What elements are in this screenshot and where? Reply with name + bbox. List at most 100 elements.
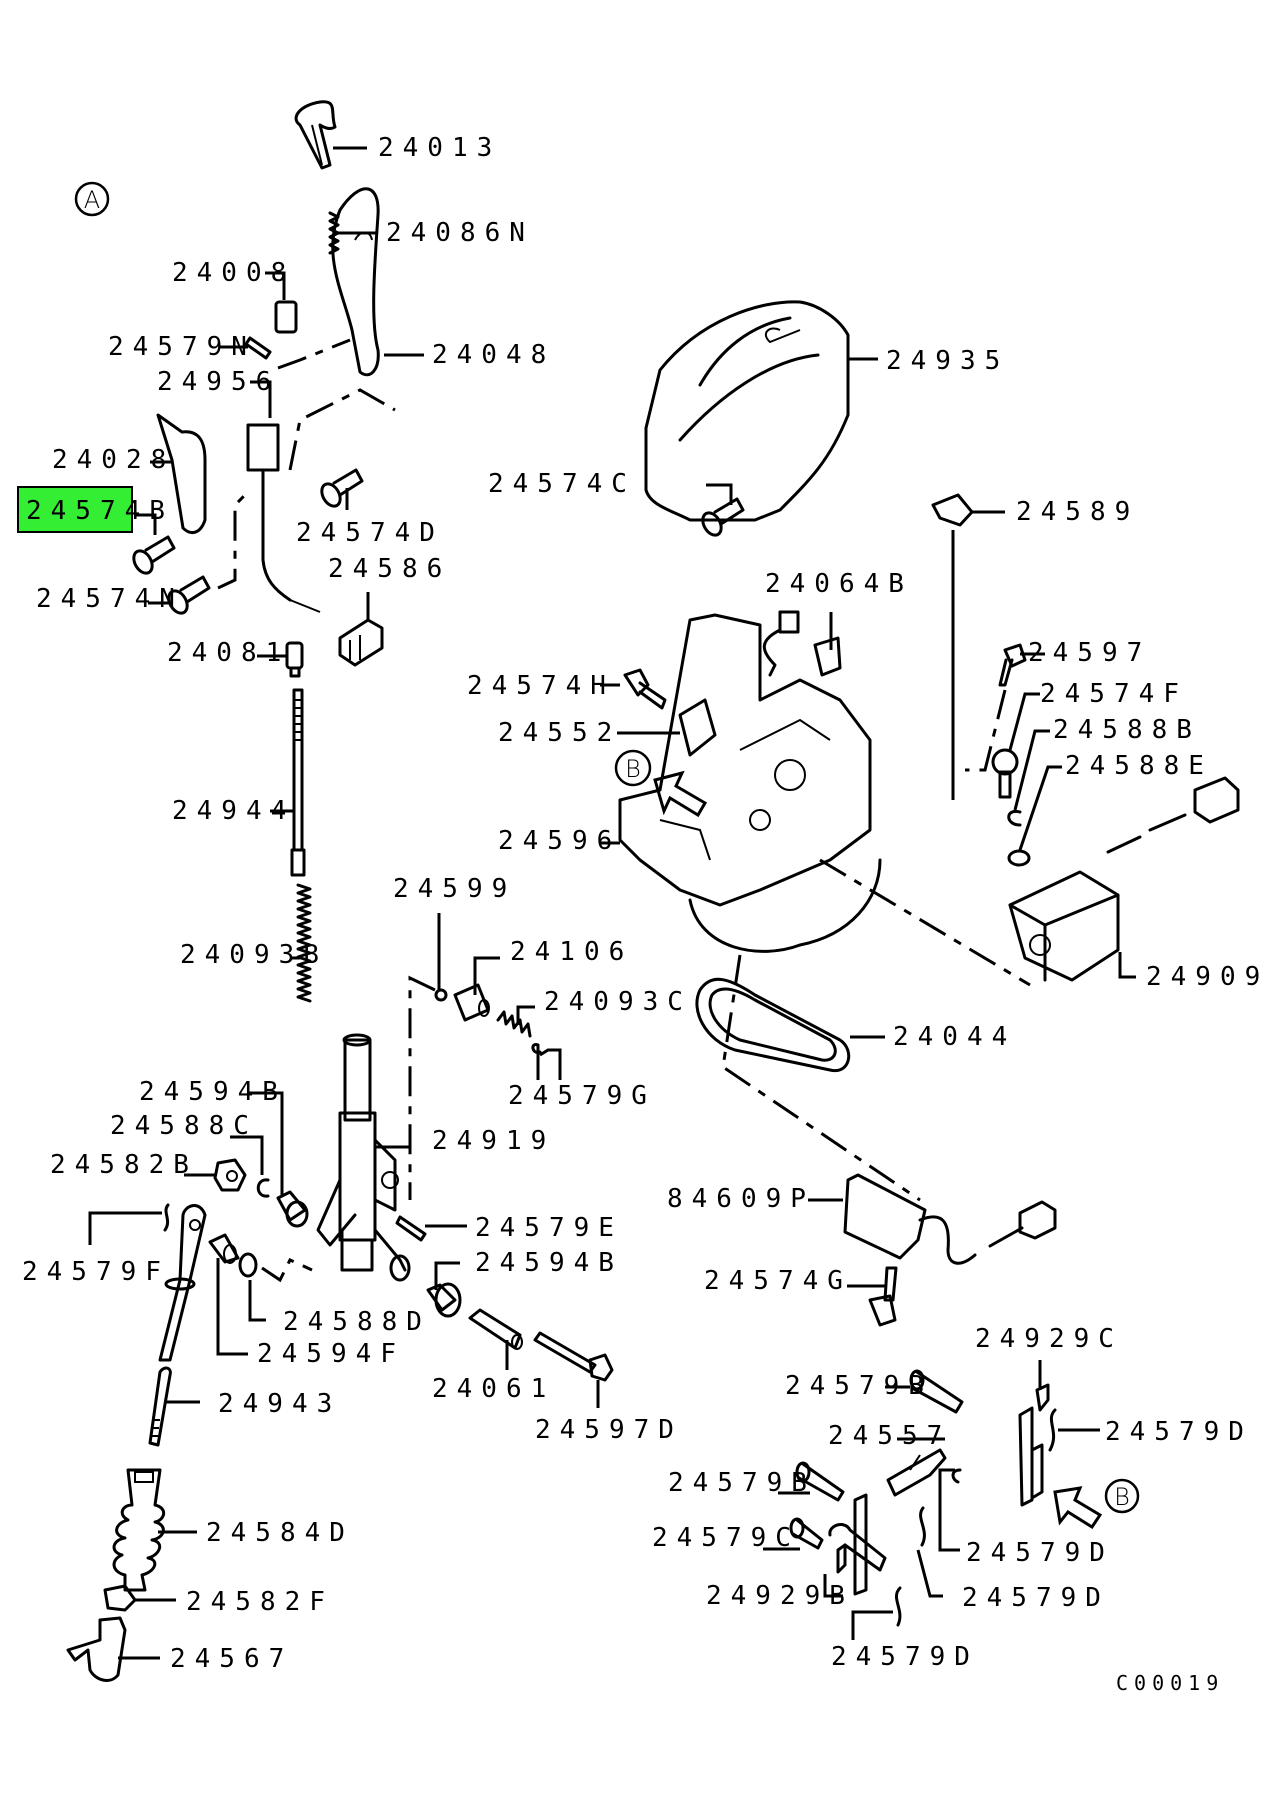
label-24557[interactable]: 24557 (828, 1421, 951, 1451)
nut-24582B-part[interactable] (213, 1158, 247, 1192)
clip-24579D-mid-part[interactable] (951, 1468, 962, 1484)
label-24588E[interactable]: 24588E (1065, 751, 1213, 781)
rod-end-24081-part[interactable] (285, 641, 304, 678)
label-24064B[interactable]: 24064B (765, 569, 913, 599)
label-24909[interactable]: 24909 (1146, 962, 1268, 992)
shift-lever-part[interactable] (331, 187, 380, 377)
label-24574D[interactable]: 24574D (296, 518, 444, 548)
clip-24579D-bottom-part[interactable] (894, 1586, 902, 1627)
label-24574H[interactable]: 24574H (467, 671, 615, 701)
label-24086N[interactable]: 24086N (386, 218, 534, 248)
sensor-connector-part[interactable] (1106, 776, 1240, 854)
label-24093B[interactable]: 24093B (180, 940, 328, 970)
clip-24579D-lower-part[interactable] (919, 1506, 926, 1547)
label-24594B-lower[interactable]: 24594B (475, 1248, 623, 1278)
ball-joint-24567-part[interactable] (66, 1616, 127, 1682)
clip-24588C-part[interactable] (256, 1178, 270, 1198)
connector-24586-part[interactable] (338, 618, 384, 667)
label-24943[interactable]: 24943 (218, 1389, 341, 1419)
label-24106[interactable]: 24106 (510, 937, 633, 967)
label-24574F[interactable]: 24574F (1040, 679, 1188, 709)
label-24586[interactable]: 24586 (328, 554, 451, 584)
label-24552[interactable]: 24552 (498, 718, 621, 748)
clip-24589-part[interactable] (931, 493, 974, 527)
shift-shaft-part[interactable] (316, 1033, 411, 1282)
clip-24579D-right-part[interactable] (1048, 1408, 1057, 1452)
pin-24579E-part[interactable] (395, 1215, 427, 1242)
screw-24574C-part[interactable] (699, 497, 745, 538)
spring-24093B-part[interactable] (296, 883, 312, 1003)
bushing-24594B-lower-part[interactable] (426, 1282, 462, 1318)
label-24929C[interactable]: 24929C (975, 1324, 1123, 1354)
label-24574G[interactable]: 24574G (704, 1266, 852, 1296)
bushing-24594F-part[interactable] (208, 1233, 240, 1264)
bushing-24594B-upper-part[interactable] (276, 1190, 309, 1228)
plate-24064B-part[interactable] (813, 636, 842, 677)
link-arm-part[interactable] (158, 1204, 207, 1362)
washer-24588D-part[interactable] (238, 1252, 258, 1278)
label-24574B[interactable]: 24574B (26, 496, 174, 526)
label-24589[interactable]: 24589 (1016, 497, 1139, 527)
washer-24588E-part[interactable] (1007, 849, 1031, 867)
clip-24579F-part[interactable] (163, 1203, 170, 1232)
label-24013[interactable]: 24013 (378, 133, 501, 163)
link-24557-part[interactable] (886, 1448, 947, 1497)
label-24579G[interactable]: 24579G (508, 1081, 656, 1111)
label-24574N[interactable]: 24574N (36, 584, 184, 614)
boot-seal-part[interactable] (695, 977, 851, 1073)
bracket-24929C-part[interactable] (1018, 1383, 1050, 1507)
label-24574C[interactable]: 24574C (488, 469, 636, 499)
label-24048[interactable]: 24048 (432, 340, 555, 370)
screw-24574N-part[interactable] (165, 575, 211, 616)
label-24579F[interactable]: 24579F (22, 1257, 170, 1287)
label-24588C[interactable]: 24588C (110, 1111, 258, 1141)
label-24028[interactable]: 24028 (52, 445, 175, 475)
label-24044[interactable]: 24044 (893, 1022, 1016, 1052)
pin-24579B-upper-part[interactable] (909, 1369, 964, 1414)
pin-24579B-lower-part[interactable] (795, 1461, 845, 1502)
label-24597D[interactable]: 24597D (535, 1415, 683, 1445)
pin-24579C-part[interactable] (789, 1517, 824, 1550)
wire-harness-part[interactable] (762, 610, 800, 677)
switch-connector-part[interactable] (246, 423, 321, 613)
clip-24588B-part[interactable] (1007, 809, 1022, 827)
console-cover-part[interactable] (644, 300, 850, 522)
label-24584D[interactable]: 24584D (206, 1518, 354, 1548)
button-clip-part[interactable] (274, 300, 298, 334)
screw-24574F-part[interactable] (991, 748, 1019, 799)
switch-24552-part[interactable] (678, 698, 717, 757)
label-24567[interactable]: 24567 (170, 1644, 293, 1674)
shift-rod-part[interactable] (290, 688, 306, 877)
label-24579D-bottom[interactable]: 24579D (831, 1642, 979, 1672)
spring-24093C-part[interactable] (496, 1010, 532, 1038)
module-84609P-part[interactable] (843, 1173, 1057, 1265)
label-24919[interactable]: 24919 (432, 1126, 555, 1156)
label-24582F[interactable]: 24582F (186, 1587, 334, 1617)
bolt-24574H-part[interactable] (623, 668, 667, 710)
label-24081[interactable]: 24081 (167, 638, 290, 668)
bolt-24597D-part[interactable] (533, 1331, 614, 1382)
label-84609P[interactable]: 84609P (667, 1184, 815, 1214)
label-24588D[interactable]: 24588D (283, 1307, 431, 1337)
label-24579D-right[interactable]: 24579D (1105, 1417, 1253, 1447)
lever-cover-part[interactable] (156, 413, 207, 534)
bolt-24574G-part[interactable] (868, 1266, 898, 1327)
collar-24061-part[interactable] (468, 1308, 523, 1350)
label-24061[interactable]: 24061 (432, 1374, 555, 1404)
screw-24574B-part[interactable] (130, 535, 176, 576)
label-24935[interactable]: 24935 (886, 346, 1009, 376)
label-24588B[interactable]: 24588B (1053, 715, 1201, 745)
screw-24574D-part[interactable] (318, 468, 364, 509)
label-24929B[interactable]: 24929B (706, 1581, 854, 1611)
dust-boot-24584D-part[interactable] (112, 1468, 166, 1592)
shift-base-part[interactable] (618, 613, 882, 953)
label-24579D-lower[interactable]: 24579D (962, 1583, 1110, 1613)
label-24599[interactable]: 24599 (393, 874, 516, 904)
label-24579D-mid[interactable]: 24579D (966, 1538, 1114, 1568)
label-24582B[interactable]: 24582B (50, 1150, 198, 1180)
bushing-24106-part[interactable] (453, 983, 490, 1022)
label-24596[interactable]: 24596 (498, 826, 621, 856)
nut-24582F-part[interactable] (103, 1584, 137, 1612)
label-24597[interactable]: 24597 (1028, 638, 1151, 668)
position-sensor-part[interactable] (1008, 870, 1120, 982)
